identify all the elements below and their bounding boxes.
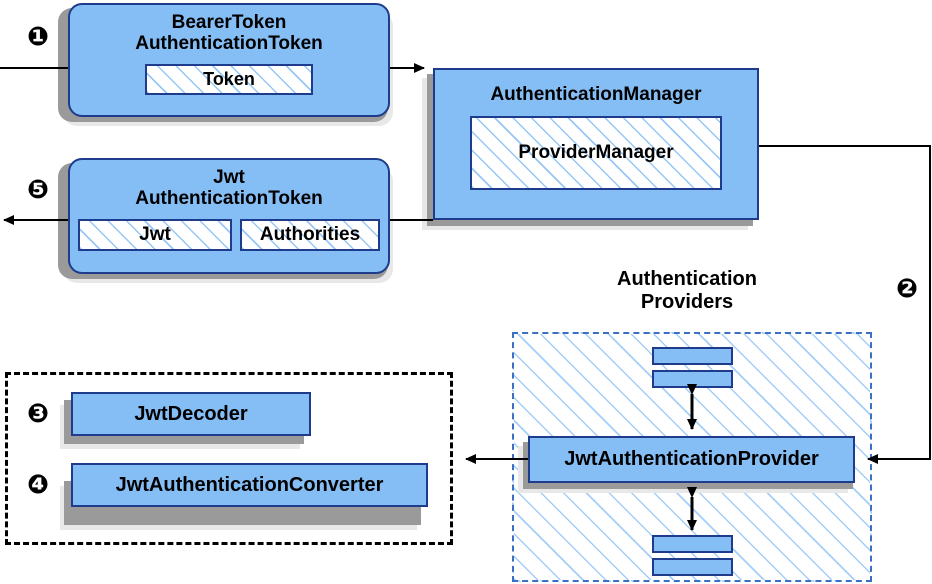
node-bearer-token-title: BearerToken AuthenticationToken	[135, 12, 323, 55]
provider-stub-top-1	[652, 347, 733, 365]
node-jwt-authentication-provider-title: JwtAuthenticationProvider	[564, 448, 819, 471]
provider-stub-top-2	[652, 370, 733, 388]
subbox-provider-manager-label: ProviderManager	[518, 142, 674, 164]
node-authentication-manager-title: AuthenticationManager	[490, 84, 702, 105]
step-badge-3: ❸	[27, 399, 50, 429]
jwt-token-subbox-row: Jwt Authorities	[78, 218, 380, 251]
step-badge-4: ❹	[27, 470, 50, 500]
subbox-authorities: Authorities	[240, 218, 380, 251]
node-jwt-authentication-token[interactable]: Jwt AuthenticationToken Jwt Authorities	[68, 158, 390, 274]
provider-stub-bottom-2	[652, 558, 733, 576]
node-jwt-decoder[interactable]: JwtDecoder	[71, 392, 311, 436]
step-badge-2: ❷	[896, 274, 919, 304]
jwt-support-group-area	[5, 372, 453, 545]
subbox-authorities-label: Authorities	[259, 223, 361, 245]
subbox-jwt: Jwt	[78, 218, 232, 251]
provider-stub-bottom-1	[652, 535, 733, 553]
node-jwt-decoder-title: JwtDecoder	[134, 402, 248, 425]
step-badge-5: ❺	[27, 175, 50, 205]
authentication-providers-label: Authentication Providers	[617, 268, 757, 313]
node-bearer-token-authentication-token[interactable]: BearerToken AuthenticationToken Token	[68, 3, 390, 117]
subbox-provider-manager: ProviderManager	[470, 116, 722, 191]
step-badge-1: ❶	[27, 22, 50, 52]
subbox-jwt-label: Jwt	[139, 223, 171, 245]
subbox-token-label: Token	[203, 68, 255, 89]
node-jwt-authentication-converter[interactable]: JwtAuthenticationConverter	[71, 463, 428, 507]
subbox-token: Token	[145, 63, 313, 95]
node-jwt-authentication-converter-title: JwtAuthenticationConverter	[115, 473, 384, 496]
node-authentication-manager[interactable]: AuthenticationManager ProviderManager	[433, 68, 759, 220]
node-jwt-authentication-token-title: Jwt AuthenticationToken	[135, 167, 323, 210]
node-jwt-authentication-provider[interactable]: JwtAuthenticationProvider	[528, 436, 855, 483]
